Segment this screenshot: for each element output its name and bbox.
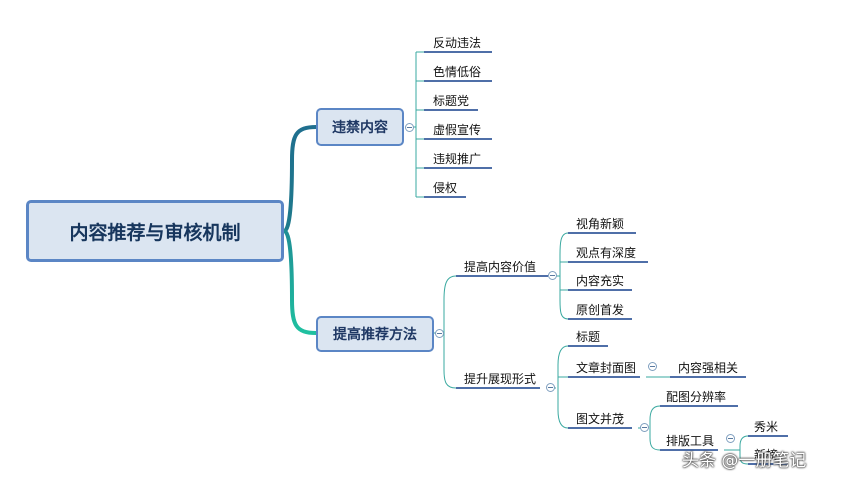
value-item-1[interactable]: 视角新颖 (576, 217, 625, 231)
presentation-title[interactable]: 标题 (576, 330, 601, 344)
watermark: 头条 @一册笔记 (682, 451, 807, 471)
illustrated-tools[interactable]: 排版工具 (666, 434, 715, 448)
prohibited-item-3[interactable]: 标题党 (433, 94, 470, 108)
collapse-illustrated-icon[interactable] (640, 423, 649, 432)
branch-prohibited-node[interactable]: 违禁内容 (316, 108, 404, 146)
collapse-tools-icon[interactable] (726, 434, 735, 443)
methods-connectors (434, 232, 749, 465)
tools-item-2[interactable]: 新榜 (754, 448, 779, 462)
connector-root-methods (283, 229, 317, 335)
value-node[interactable]: 提高内容价值 (464, 260, 537, 274)
branch-prohibited-label: 违禁内容 (332, 120, 388, 136)
branch-methods-label: 提高推荐方法 (333, 327, 417, 343)
tools-item-1[interactable]: 秀米 (754, 420, 779, 434)
presentation-node[interactable]: 提升展现形式 (464, 372, 537, 386)
cover-child[interactable]: 内容强相关 (678, 361, 739, 375)
value-item-2[interactable]: 观点有深度 (576, 246, 637, 260)
collapse-value-icon[interactable] (548, 271, 557, 280)
prohibited-underlines (424, 51, 492, 198)
connector-root-prohibited (282, 125, 317, 233)
collapse-prohibited-icon[interactable] (405, 123, 414, 132)
collapse-methods-icon[interactable] (435, 329, 444, 338)
collapse-cover-icon[interactable] (648, 362, 657, 371)
branch-methods-node[interactable]: 提高推荐方法 (316, 316, 434, 352)
prohibited-item-4[interactable]: 虚假宣传 (433, 123, 482, 137)
prohibited-item-5[interactable]: 违规推广 (433, 152, 482, 166)
presentation-illustrated[interactable]: 图文并茂 (576, 412, 625, 426)
value-item-3[interactable]: 内容充实 (576, 274, 625, 288)
presentation-cover[interactable]: 文章封面图 (576, 361, 637, 375)
prohibited-item-2[interactable]: 色情低俗 (433, 65, 482, 79)
root-node[interactable]: 内容推荐与审核机制 (26, 200, 284, 262)
value-item-4[interactable]: 原创首发 (576, 303, 625, 317)
prohibited-item-6[interactable]: 侵权 (433, 181, 458, 195)
illustrated-resolution[interactable]: 配图分辨率 (666, 390, 727, 404)
prohibited-item-1[interactable]: 反动违法 (433, 36, 482, 50)
collapse-presentation-icon[interactable] (546, 383, 555, 392)
methods-underlines (456, 232, 788, 465)
root-label: 内容推荐与审核机制 (69, 221, 241, 244)
